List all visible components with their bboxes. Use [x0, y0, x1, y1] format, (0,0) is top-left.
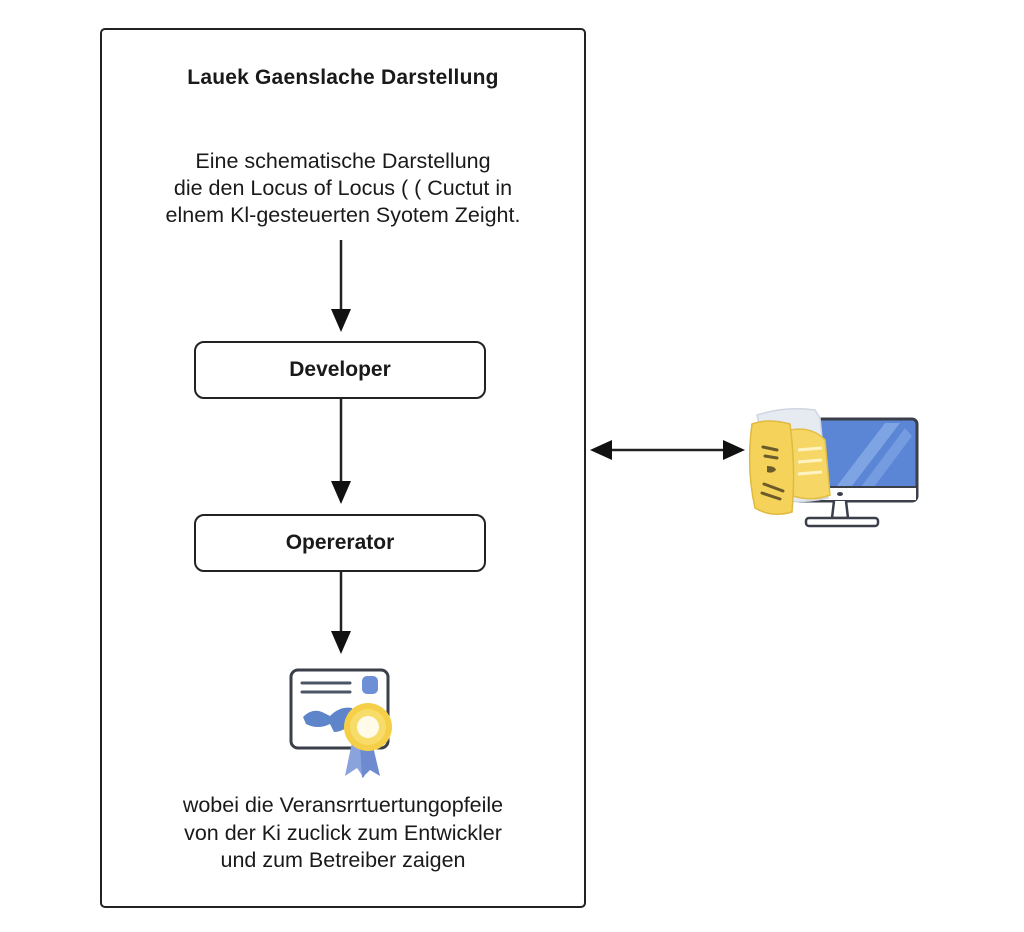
developer-label: Developer	[289, 358, 391, 381]
diagram-frame	[100, 28, 586, 908]
diagram-description: Eine schematische Darstellung die den Lo…	[100, 148, 586, 229]
description-line: die den Locus of Locus ( ( Cuctut in	[173, 176, 513, 200]
operator-node: Opererator	[194, 514, 486, 572]
developer-node: Developer	[194, 341, 486, 399]
monitor-icon	[793, 417, 919, 528]
description-line: Eine schematische Darstellung	[195, 149, 491, 173]
document-computer-icon	[748, 408, 919, 528]
footer-line: wobei die Veransrrtuertungopfeile	[182, 793, 504, 817]
description-line: elnem Kl-gesteuerten Syotem Zeight.	[165, 203, 521, 227]
diagram-footer: wobei die Veransrrtuertungopfeile von de…	[100, 792, 586, 875]
footer-line: von der Ki zuclick zum Entwickler	[184, 820, 502, 845]
operator-label: Opererator	[285, 531, 395, 554]
diagram-title: Lauek Gaenslache Darstellung	[187, 66, 499, 89]
document-icon	[748, 408, 831, 515]
bidirectional-arrow	[590, 440, 745, 460]
footer-line: und zum Betreiber zaigen	[220, 848, 466, 872]
